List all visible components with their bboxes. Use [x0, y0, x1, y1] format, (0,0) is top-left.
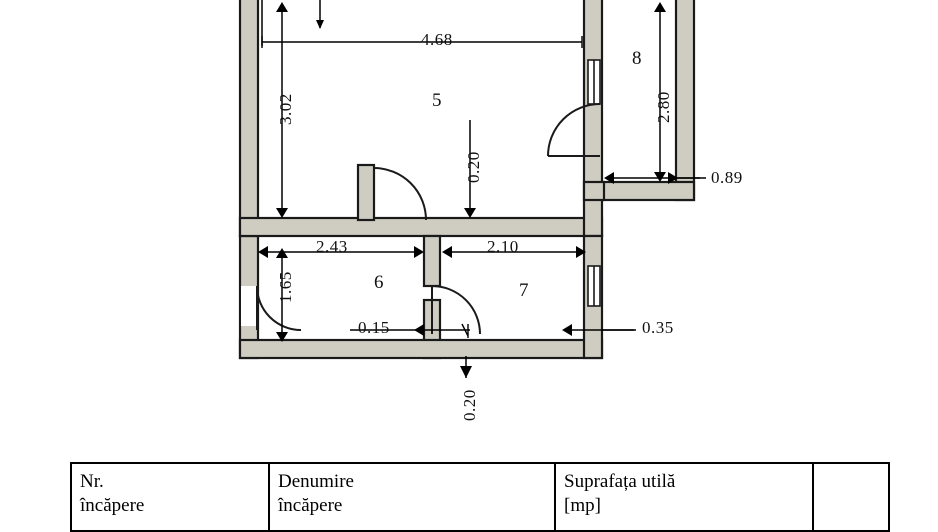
dimension-2-10: 2.10 [487, 237, 519, 256]
dimension-0-15: 0.15 [358, 318, 390, 337]
room-label-5: 5 [432, 90, 442, 111]
room-label-6: 6 [374, 272, 384, 293]
dimension-0-89: 0.89 [711, 168, 743, 187]
table-header-extra [814, 464, 888, 530]
dimension-0-35: 0.35 [642, 318, 674, 337]
dimension-0-20-mid: 0.20 [464, 151, 483, 183]
table-vline-1 [268, 464, 270, 530]
dimension-4-68: 4.68 [421, 30, 453, 49]
dimension-2-43: 2.43 [316, 237, 348, 256]
table-header-suprafata-line1: Suprafața utilă [564, 471, 676, 492]
room-label-8: 8 [632, 48, 642, 69]
dimension-1-65: 1.65 [276, 271, 295, 303]
table-header-nr-line1: Nr. [80, 471, 104, 492]
dimension-0-20-bottom: 0.20 [460, 389, 479, 421]
table-header-denumire-line1: Denumire [278, 471, 354, 492]
table-vline-3 [812, 464, 814, 530]
table-header-nr-line2: încăpere [80, 495, 145, 517]
table-header-denumire-line2: încăpere [278, 495, 343, 517]
table-header-nr: Nr. încăpere [72, 464, 268, 530]
dimension-lines [258, 0, 706, 378]
table-vline-2 [554, 464, 556, 530]
table-header-denumire: Denumire încăpere [270, 464, 554, 530]
room-label-7: 7 [519, 280, 529, 301]
dimension-3-02: 3.02 [276, 93, 295, 125]
dimension-2-80: 2.80 [654, 91, 673, 123]
table-header-suprafata: Suprafața utilă [mp] [556, 464, 812, 530]
rooms-table: Nr. încăpere Denumire încăpere Suprafața… [70, 462, 890, 532]
door-swings [256, 103, 601, 335]
table-header-suprafata-line2: [mp] [564, 495, 601, 517]
